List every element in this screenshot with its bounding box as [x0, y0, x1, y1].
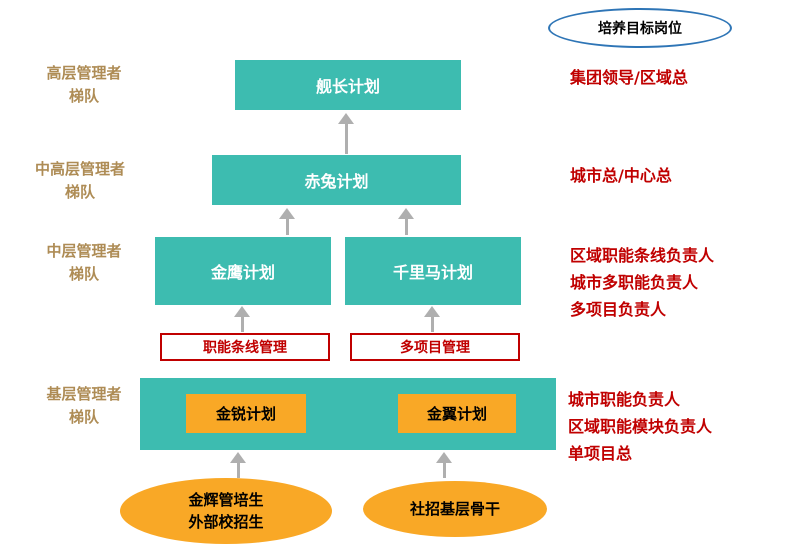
track-box-functional: 职能条线管理 [160, 333, 330, 361]
arrow-up-icon [398, 208, 414, 235]
arrow-up-icon [424, 306, 440, 332]
arrow-up-icon [230, 452, 246, 478]
plan-box-qianlima: 千里马计划 [345, 237, 521, 305]
arrow-up-icon [338, 113, 354, 154]
target-label-senior: 集团领导/区域总 [570, 68, 688, 87]
plan-box-chitu: 赤兔计划 [212, 155, 461, 205]
tier-label-middle: 中层管理者 梯队 [46, 242, 122, 284]
arrow-head [436, 452, 452, 463]
arrow-head [424, 306, 440, 317]
arrow-head [234, 306, 250, 317]
tier-label-senior: 高层管理者 梯队 [46, 64, 122, 106]
plan-box-golden-eagle: 金鹰计划 [155, 237, 331, 305]
arrow-stem [240, 317, 244, 332]
arrow-stem [404, 219, 408, 235]
arrow-head [398, 208, 414, 219]
arrow-up-icon [279, 208, 295, 235]
target-label-middle: 区域职能条线负责人 城市多职能负责人 多项目负责人 [570, 246, 715, 320]
arrow-up-icon [234, 306, 250, 332]
track-box-multi-project: 多项目管理 [350, 333, 520, 361]
plan-box-jinyi: 金翼计划 [398, 394, 516, 433]
source-oval-campus: 金辉管培生 外部校招生 [120, 478, 332, 544]
arrow-stem [344, 124, 348, 154]
target-positions-badge: 培养目标岗位 [548, 8, 732, 48]
tier-label-grassroots: 基层管理者 梯队 [46, 385, 122, 427]
arrow-stem [285, 219, 289, 235]
arrow-head [338, 113, 354, 124]
arrow-stem [236, 463, 240, 478]
arrow-up-icon [436, 452, 452, 478]
source-oval-social: 社招基层骨干 [363, 481, 547, 537]
target-label-mid-senior: 城市总/中心总 [570, 166, 672, 185]
target-label-grassroots: 城市职能负责人 区域职能模块负责人 单项目总 [568, 390, 713, 464]
arrow-head [279, 208, 295, 219]
arrow-stem [442, 463, 446, 478]
tier-label-mid-senior: 中高层管理者 梯队 [34, 160, 125, 202]
arrow-stem [430, 317, 434, 332]
plan-box-jinrui: 金锐计划 [186, 394, 306, 433]
plan-box-captain: 舰长计划 [235, 60, 461, 110]
arrow-head [230, 452, 246, 463]
